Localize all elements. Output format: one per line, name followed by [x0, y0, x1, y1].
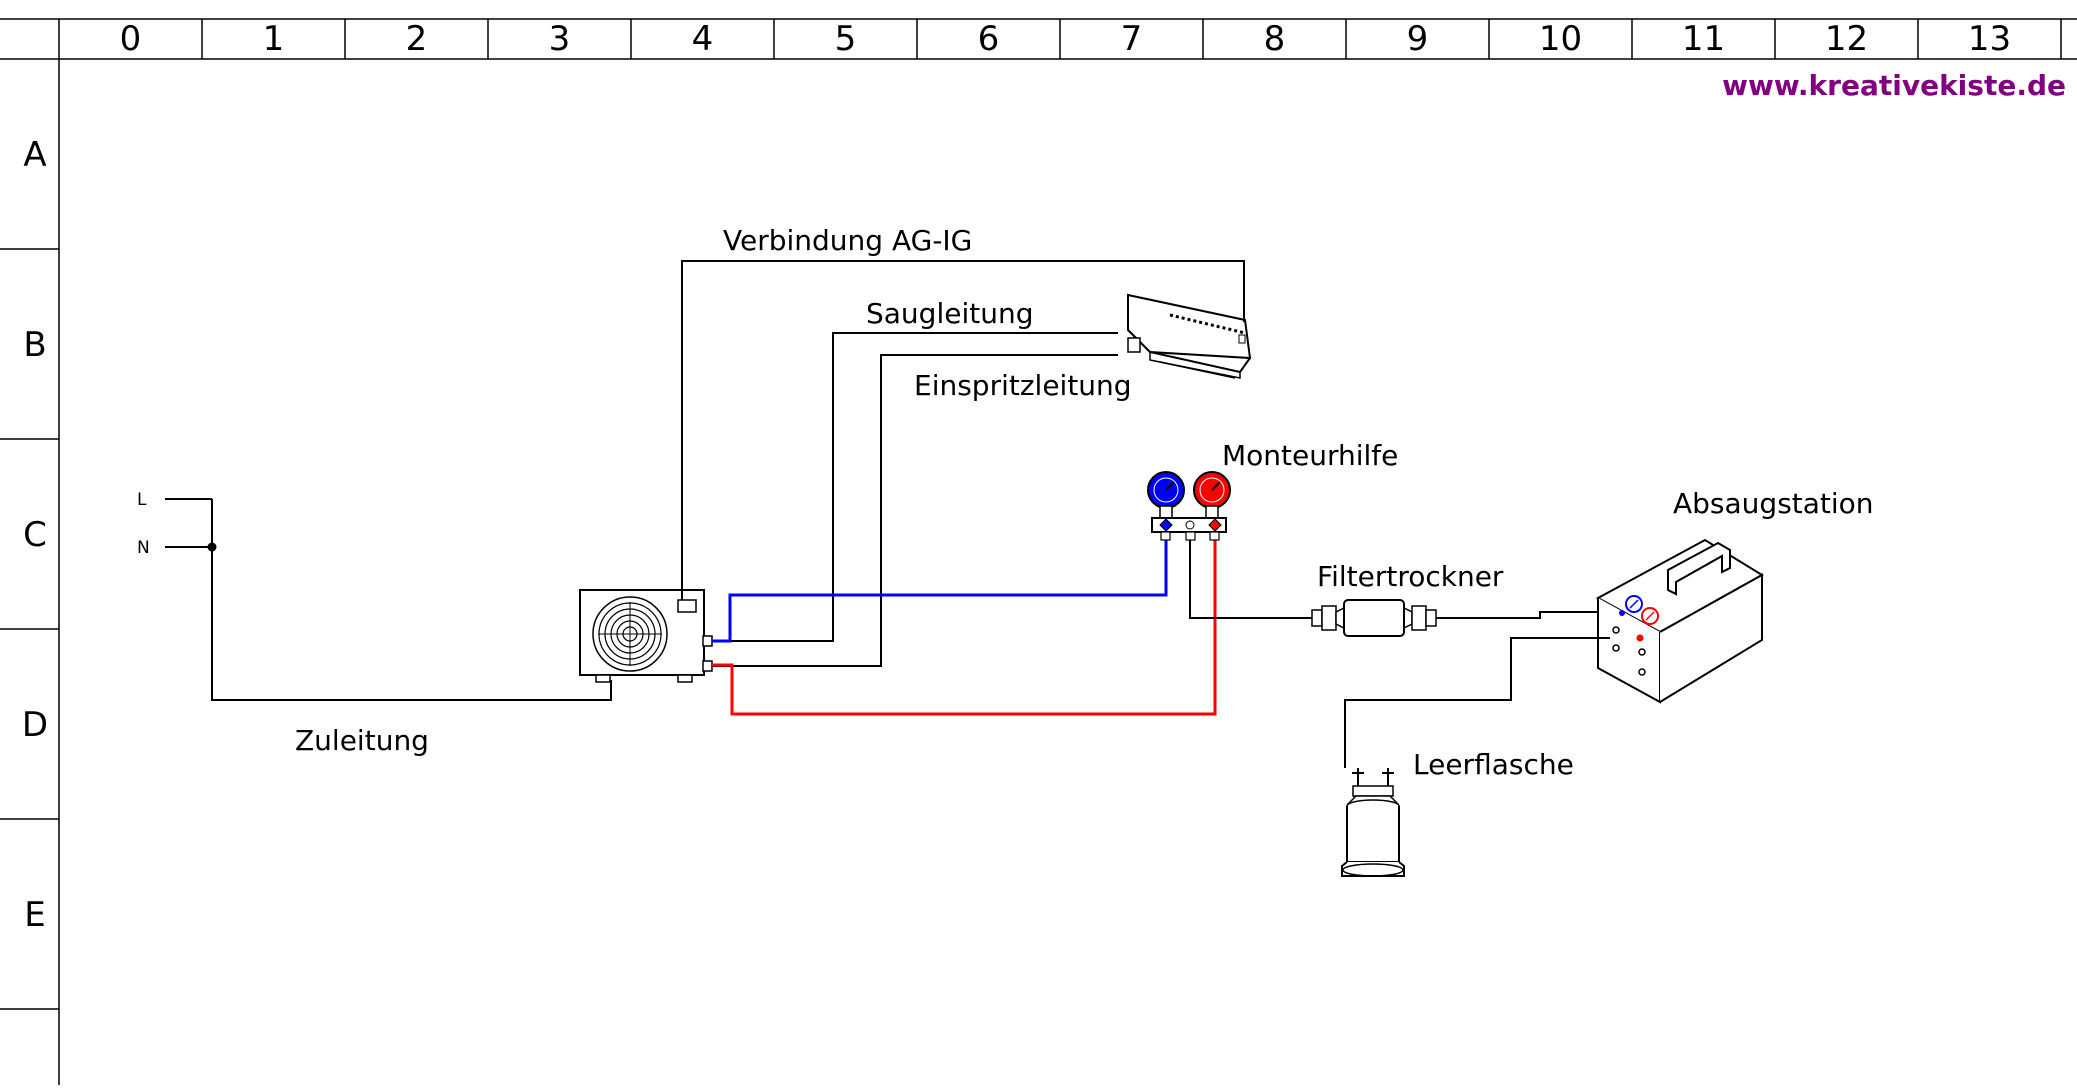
row-header-A: A	[23, 135, 46, 175]
row-header-B: B	[23, 325, 46, 365]
connection-line-ag-ig	[681, 260, 1245, 600]
filter-drier-icon	[1311, 599, 1437, 637]
zuleitung-label: Zuleitung	[295, 724, 429, 757]
filtertrockner-label: Filtertrockner	[1317, 560, 1504, 593]
neutral-label: N	[137, 538, 150, 558]
column-header-8: 8	[1264, 19, 1286, 59]
website-link[interactable]: www.kreativekiste.de	[1722, 69, 2066, 102]
injection-line	[712, 354, 1118, 667]
column-header-0: 0	[120, 19, 142, 59]
column-header-12: 12	[1825, 19, 1868, 59]
column-header-4: 4	[692, 19, 714, 59]
column-header-1: 1	[263, 19, 285, 59]
saugleitung-label: Saugleitung	[866, 297, 1033, 330]
column-header-13: 13	[1968, 19, 2011, 59]
column-header-5: 5	[835, 19, 857, 59]
column-header-6: 6	[978, 19, 1000, 59]
filter-to-station-line	[1436, 611, 1610, 619]
low-pressure-hose	[712, 535, 1168, 643]
column-header-2: 2	[406, 19, 428, 59]
verbindung-label: Verbindung AG-IG	[723, 224, 972, 257]
suction-line	[712, 332, 1118, 642]
service-hose	[1189, 540, 1312, 619]
einspritzleitung-label: Einspritzleitung	[914, 369, 1132, 402]
phase-label: L	[137, 490, 147, 510]
column-header-11: 11	[1682, 19, 1725, 59]
grid-frame	[0, 18, 2077, 1085]
high-pressure-hose	[712, 535, 1217, 716]
refrigerant-cylinder-icon	[1341, 768, 1405, 877]
station-to-cylinder-line	[1344, 637, 1610, 768]
manifold-gauge-icon	[1147, 471, 1231, 541]
row-header-D: D	[22, 705, 48, 745]
row-header-C: C	[23, 515, 47, 555]
column-header-3: 3	[549, 19, 571, 59]
column-header-9: 9	[1407, 19, 1429, 59]
recovery-station-icon	[1595, 538, 1764, 704]
monteurhilfe-label: Monteurhilfe	[1222, 439, 1398, 472]
column-header-10: 10	[1539, 19, 1582, 59]
indoor-unit-icon	[1127, 293, 1252, 379]
outdoor-unit-icon	[579, 589, 713, 683]
absaugstation-label: Absaugstation	[1673, 487, 1874, 520]
row-header-E: E	[24, 895, 45, 935]
leerflasche-label: Leerflasche	[1413, 748, 1574, 781]
power-supply: L N	[137, 490, 612, 701]
column-header-7: 7	[1121, 19, 1143, 59]
